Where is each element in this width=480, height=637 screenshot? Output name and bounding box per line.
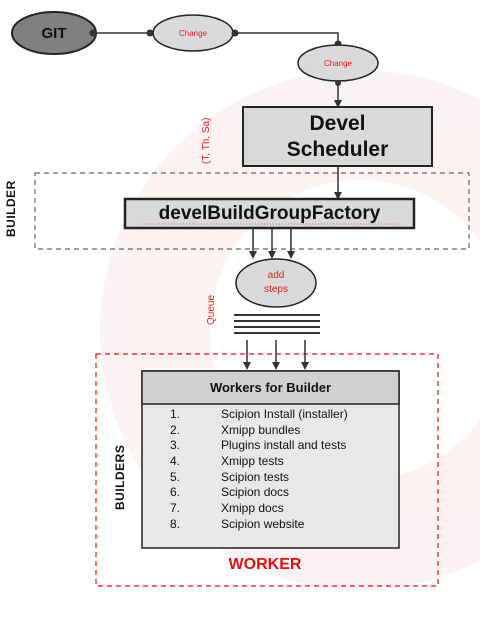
change-connector <box>233 32 339 46</box>
list-item: 6. Scipion docs <box>160 484 390 500</box>
step-label: Scipion website <box>221 516 305 531</box>
list-item: 1. Scipion Install (installer) <box>160 406 390 422</box>
change-label-2: Change <box>323 58 353 68</box>
change-label-1: Change <box>178 28 208 38</box>
step-label: Xmipp tests <box>221 453 284 468</box>
list-item: 5. Scipion tests <box>160 469 390 485</box>
scheduler-box <box>242 106 433 167</box>
step-label: Xmipp bundles <box>221 422 301 437</box>
connector-dot <box>335 80 341 86</box>
add-steps-node <box>235 258 317 308</box>
step-number: 6. <box>170 485 181 500</box>
step-number: 7. <box>170 500 181 515</box>
list-item: 7. Xmipp docs <box>160 500 390 516</box>
builders-section-label: BUILDERS <box>113 444 127 510</box>
step-label: Scipion docs <box>221 485 290 500</box>
builder-region <box>34 172 470 250</box>
step-number: 8. <box>170 516 181 531</box>
factory-box <box>123 197 416 230</box>
connector-dot <box>146 29 154 37</box>
scheduler-line-2: Scheduler <box>286 137 389 161</box>
schedule-days-label: (T, Th, Sa) <box>201 117 212 165</box>
worker-section-label: WORKER <box>228 556 302 573</box>
workers-header <box>141 370 400 405</box>
list-item: 4. Xmipp tests <box>160 453 390 469</box>
list-item: 8. Scipion website <box>160 516 390 532</box>
worker-region <box>95 353 439 587</box>
list-item: 3. Plugins install and tests <box>160 437 390 453</box>
scheduler-label: Devel Scheduler <box>243 107 432 166</box>
list-item: 2. Xmipp bundles <box>160 422 390 438</box>
step-number: 4. <box>170 453 181 468</box>
workers-step-list: 1. Scipion Install (installer) 2. Xmipp bu… <box>160 406 390 532</box>
step-number: 2. <box>170 422 181 437</box>
step-label: Scipion tests <box>221 469 290 484</box>
step-number: 5. <box>170 469 181 484</box>
step-number: 1. <box>170 406 181 421</box>
step-label: Scipion Install (installer) <box>221 406 348 421</box>
add-steps-label: add steps <box>236 260 316 306</box>
builder-section-label: BUILDER <box>4 180 18 237</box>
workers-title: Workers for Builder <box>209 380 332 395</box>
connector-dot <box>89 29 97 37</box>
scheduler-line-1: Devel <box>309 111 366 135</box>
connector-dot <box>231 29 239 37</box>
add-steps-line-1: add <box>267 270 285 281</box>
add-steps-line-2: steps <box>264 284 288 295</box>
factory-label: develBuildGroupFactory <box>158 202 381 224</box>
step-number: 3. <box>170 438 181 453</box>
queue-label: Queue <box>206 294 217 325</box>
step-label: Plugins install and tests <box>221 438 347 453</box>
git-label: GIT <box>41 24 67 42</box>
step-label: Xmipp docs <box>221 500 284 515</box>
